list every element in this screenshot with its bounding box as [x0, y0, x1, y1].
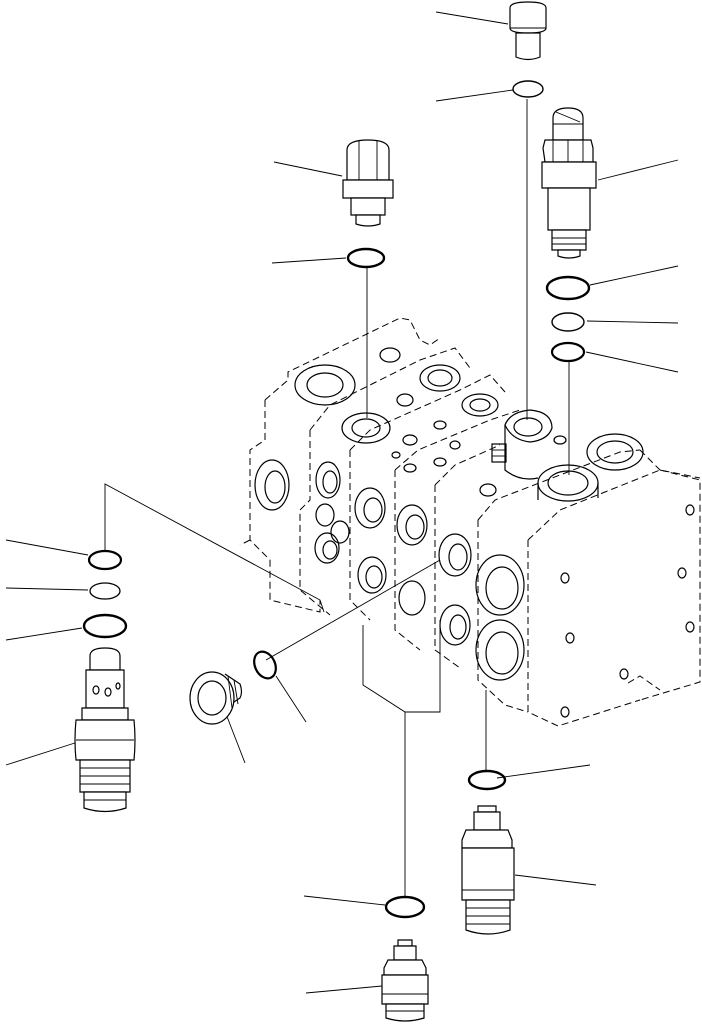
cap-plug-top — [509, 1, 547, 61]
o-ring-left-2 — [82, 613, 128, 639]
leader-lines — [5, 11, 679, 994]
valve-body — [239, 317, 701, 727]
o-ring-left-1 — [87, 549, 123, 571]
valve-bottom — [381, 939, 429, 1022]
backup-ring-left — [89, 582, 121, 600]
o-ring-center — [253, 650, 277, 680]
valve-lower-right — [461, 805, 515, 935]
o-ring-bottom — [384, 895, 426, 919]
backup-ring-right — [551, 312, 585, 332]
o-ring-lower-right — [467, 769, 507, 791]
o-ring-right — [550, 341, 586, 363]
relief-valve-top-right — [541, 107, 597, 259]
cap-plug-upper-left — [342, 139, 394, 227]
valve-left — [74, 647, 136, 813]
o-ring-upper-left — [346, 247, 386, 269]
o-ring-large-right — [545, 275, 591, 301]
o-ring-small-top — [512, 80, 544, 98]
plug-left — [189, 671, 243, 725]
assembly-lines — [104, 99, 570, 896]
